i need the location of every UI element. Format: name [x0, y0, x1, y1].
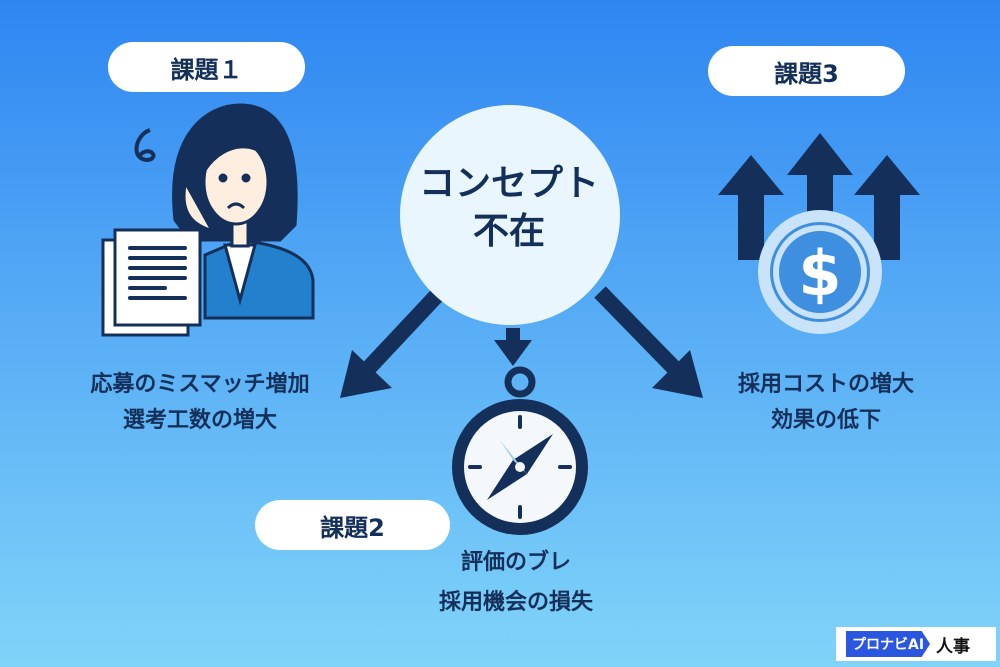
- issue1-description: 応募のミスマッチ増加 選考工数の増大: [90, 367, 309, 439]
- center-title-line1: コンセプト: [418, 163, 599, 204]
- svg-text:$: $: [798, 237, 841, 310]
- center-circle: [400, 105, 620, 325]
- issue2-badge: 課題2: [255, 500, 450, 550]
- issue1-line1: 応募のミスマッチ増加: [90, 372, 310, 397]
- issue2-line2: 採用機会の損失: [438, 590, 594, 615]
- issue3-line2: 効果の低下: [770, 408, 882, 433]
- logo-sub: 人事: [936, 636, 971, 657]
- center-title-line2: 不在: [472, 211, 545, 252]
- issue2-line1: 評価のブレ: [460, 550, 572, 575]
- issue3-badge: 課題3: [708, 46, 905, 96]
- issue2-description: 評価のブレ 採用機会の損失: [439, 543, 593, 623]
- logo-brand: プロナビAI: [846, 631, 931, 657]
- center-title: コンセプト 不在: [399, 160, 619, 256]
- brand-logo: プロナビAI 人事: [836, 627, 996, 661]
- cost-increase-icon: $: [718, 133, 920, 334]
- arrow-down-icon: [494, 328, 532, 366]
- arrow-left-icon: [340, 286, 446, 398]
- worried-woman-icon: [101, 103, 315, 337]
- compass-icon: [452, 366, 588, 535]
- issue1-badge: 課題１: [108, 42, 305, 92]
- arrow-right-icon: [594, 286, 703, 398]
- issue3-description: 採用コストの増大 効果の低下: [738, 367, 914, 439]
- issue1-line2: 選考工数の増大: [122, 408, 277, 433]
- issue3-line1: 採用コストの増大: [737, 372, 915, 397]
